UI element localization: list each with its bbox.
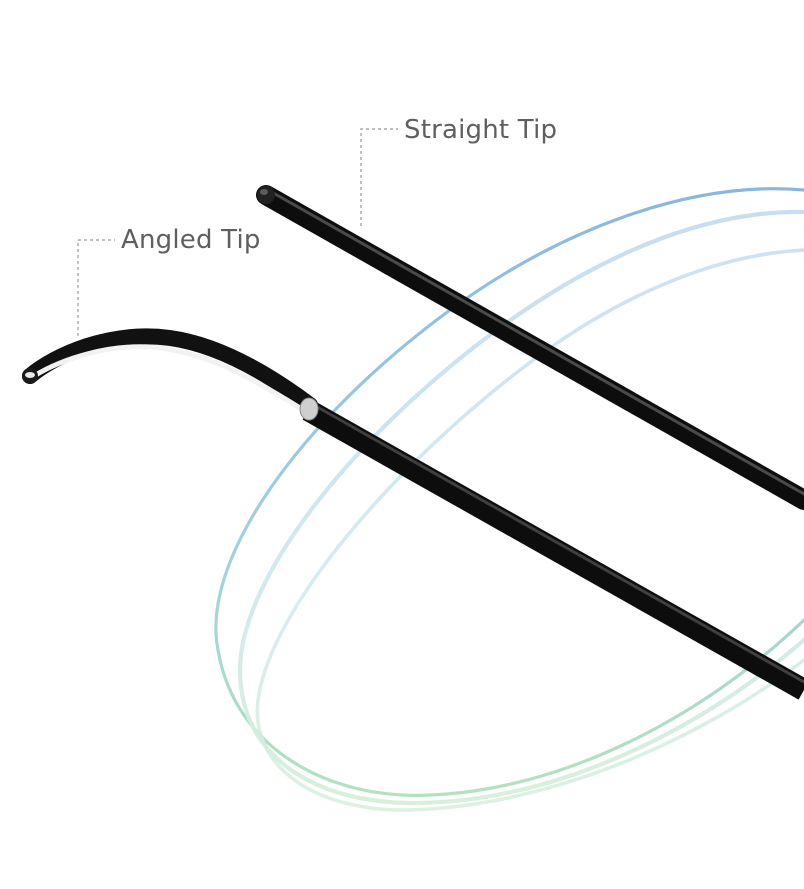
orbit-ring-outer [214, 187, 804, 797]
orbit-ring-inner [255, 248, 804, 812]
straight-tip-wire [256, 185, 804, 510]
orbit-ring-middle [237, 209, 804, 806]
orbit-rings [214, 187, 804, 812]
angled-tip-label: Angled Tip [121, 225, 261, 255]
angled-tip-wire [22, 328, 804, 700]
leader-line-straight [360, 128, 398, 226]
leader-line-angled [77, 239, 115, 336]
callout-leader-lines [77, 128, 398, 336]
straight-tip-label: Straight Tip [404, 115, 558, 145]
